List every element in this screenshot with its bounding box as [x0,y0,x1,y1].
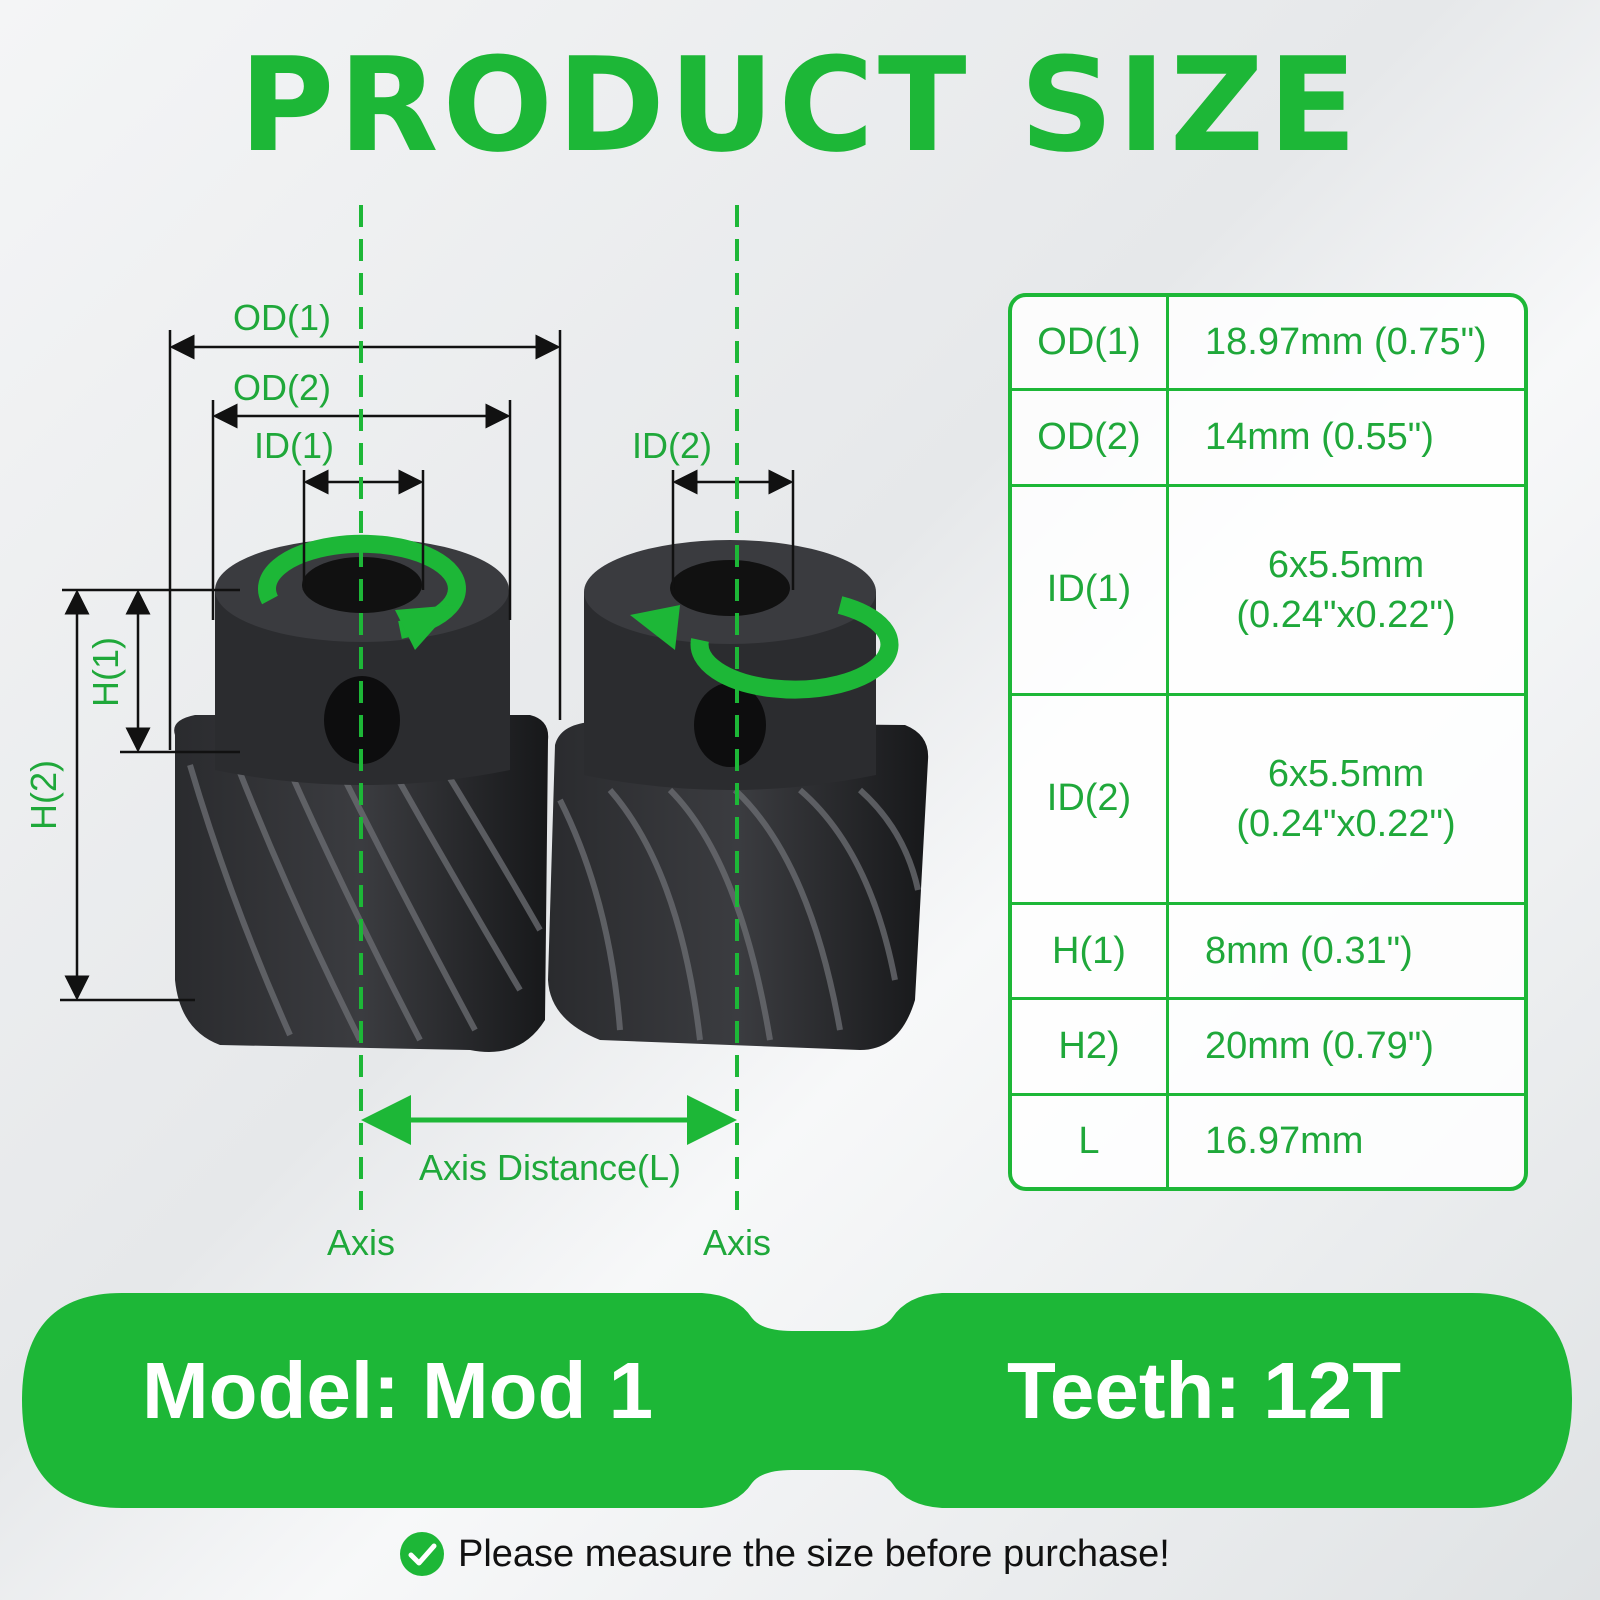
spec-key: H(1) [1012,901,1169,1001]
purchase-note: Please measure the size before purchase! [398,1526,1170,1582]
axis-lines [359,205,739,1210]
spec-value-line1: 6x5.5mm [1267,752,1425,795]
note-text: Please measure the size before purchase! [458,1532,1170,1575]
label-h2: H(2) [23,760,64,830]
spec-value-line2: (0.24"x0.22") [1236,802,1456,845]
spec-value: 18.97mm (0.75") [1166,297,1524,392]
spec-value-line1: 6x5.5mm [1267,543,1425,586]
spec-row: L 16.97mm [1012,1092,1524,1187]
teeth-text: Teeth: 12T [1007,1346,1402,1435]
spec-row: ID(1) 6x5.5mm (0.24"x0.22") [1012,483,1524,696]
spec-row: OD(1) 18.97mm (0.75") [1012,297,1524,392]
label-od2: OD(2) [233,367,331,408]
spec-key: ID(1) [1012,483,1169,696]
label-id1: ID(1) [254,425,334,466]
label-axis-right: Axis [703,1222,771,1263]
spec-row: ID(2) 6x5.5mm (0.24"x0.22") [1012,692,1524,905]
check-icon [400,1532,444,1576]
banner-shape [22,1293,1572,1508]
label-h1: H(1) [85,637,126,707]
spec-value: 8mm (0.31") [1166,901,1524,1001]
spec-row: H(1) 8mm (0.31") [1012,901,1524,1001]
spec-value: 20mm (0.79") [1166,997,1524,1096]
right-gear-image [548,540,929,1050]
spec-key: H2) [1012,997,1169,1096]
spec-key: OD(1) [1012,297,1169,392]
spec-row: OD(2) 14mm (0.55") [1012,388,1524,487]
spec-table: OD(1) 18.97mm (0.75") OD(2) 14mm (0.55")… [1008,293,1528,1191]
label-id2: ID(2) [632,425,712,466]
label-axis-distance: Axis Distance(L) [419,1147,681,1188]
spec-value: 6x5.5mm (0.24"x0.22") [1166,483,1524,696]
page-title: PRODUCT SIZE [239,29,1361,181]
spec-value-line2: (0.24"x0.22") [1236,593,1456,636]
label-axis-left: Axis [327,1222,395,1263]
spec-row: H2) 20mm (0.79") [1012,997,1524,1096]
spec-key: ID(2) [1012,692,1169,905]
spec-key: L [1012,1092,1169,1187]
spec-value: 14mm (0.55") [1166,388,1524,487]
spec-value: 6x5.5mm (0.24"x0.22") [1166,692,1524,905]
spec-key: OD(2) [1012,388,1169,487]
model-text: Model: Mod 1 [142,1346,654,1435]
spec-value: 16.97mm [1166,1092,1524,1187]
label-od1: OD(1) [233,297,331,338]
dimension-lines [60,330,795,1002]
gear-diagram: OD(1) OD(2) ID(1) ID(2) H(1) H(2) Axis D… [23,205,929,1263]
model-banner: Model: Mod 1 Teeth: 12T [22,1293,1572,1508]
